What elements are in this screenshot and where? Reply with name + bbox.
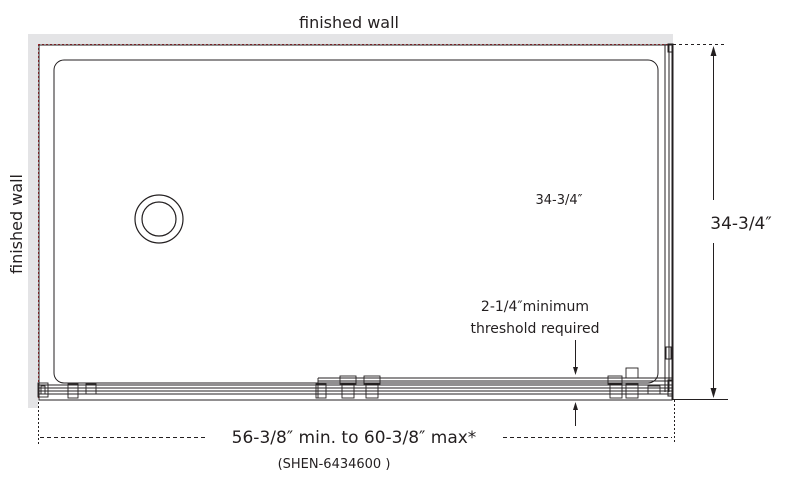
outer-depth-label: 34-3/4″ — [710, 214, 771, 234]
drain-outer-ring — [134, 194, 184, 244]
drain-inner-ring — [141, 201, 177, 237]
threshold-arrow-upper — [573, 367, 578, 375]
outer-depth-dimension — [710, 46, 717, 398]
width-range-label: 56-3/8″ min. to 60-3/8″ max* — [232, 428, 477, 448]
top-wall-label: finished wall — [299, 13, 399, 32]
threshold-note-line2: threshold required — [470, 321, 599, 337]
left-wall-label: finished wall — [7, 174, 26, 274]
sliding-door-assembly — [37, 367, 672, 399]
threshold-note-line1: 2-1/4″minimum — [481, 299, 589, 315]
width-dimension — [38, 400, 675, 444]
shower-base-outline — [38, 44, 673, 401]
inner-depth-label: 34-3/4″ — [535, 193, 582, 208]
model-number-label: (SHEN-6434600 ) — [278, 457, 391, 472]
left-finished-wall-band — [28, 34, 38, 408]
threshold-arrow-lower — [573, 402, 578, 410]
top-finished-wall-band — [28, 34, 673, 44]
